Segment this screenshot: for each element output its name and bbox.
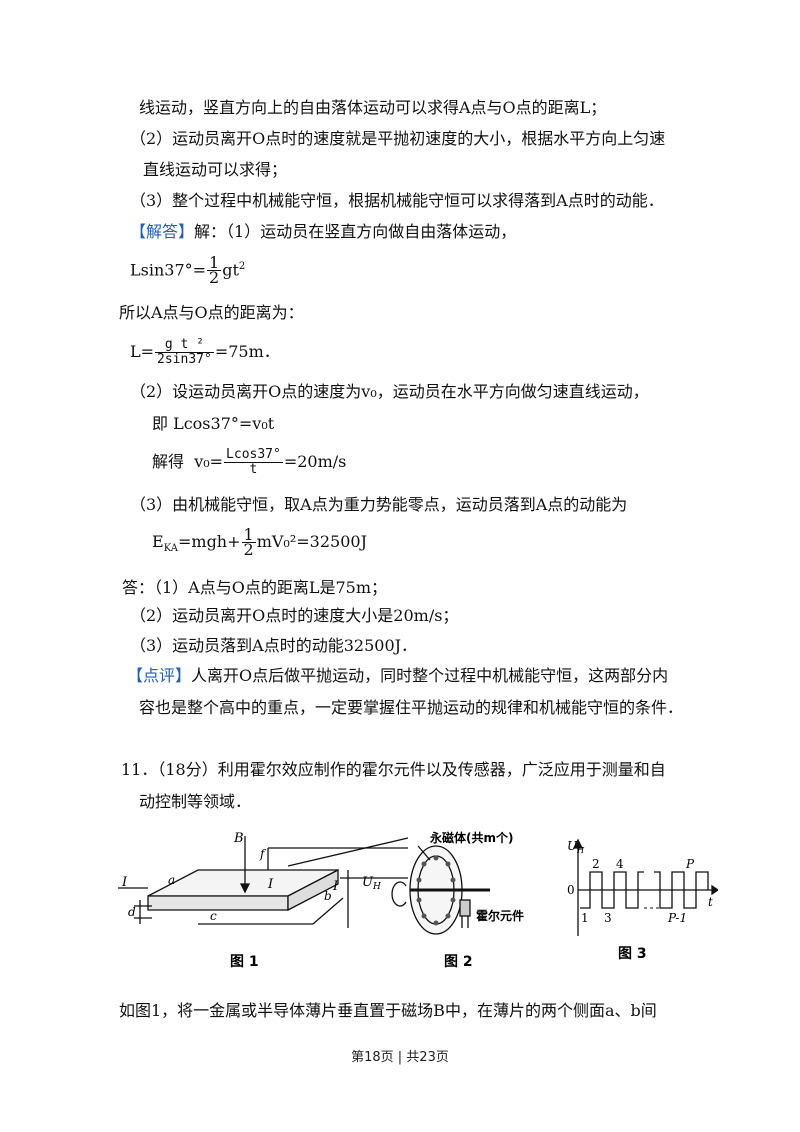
fig1-label-c: c [210,909,217,923]
eq1-numerator: 1 [207,253,222,273]
eq1-left: Lsin37°= [130,260,207,280]
fig1-label-I-right: I [332,879,339,894]
fig2-label-magnet: 永磁体(共m个) [429,830,513,845]
fig3-label-U: UH [567,839,585,855]
ek-left: E [152,532,164,551]
eq1-denominator: 2 [209,268,220,288]
fig1-label-b: b [324,889,332,903]
fig2-label-hall: 霍尔元件 [476,908,524,923]
analysis-line-2: （2）运动员离开O点时的速度就是平抛初速度的大小，根据水平方向上匀速 [130,129,666,148]
answer-2: （2）运动员离开O点时的速度大小是20m/s； [130,606,459,625]
question11-line-1: 11．（18分）利用霍尔效应制作的霍尔元件以及传感器，广泛应用于测量和自 [121,760,666,779]
part3-text: （3）由机械能守恒，取A点为重力势能零点，运动员落到A点的动能为 [130,495,628,514]
eq2-numerator: g t ² [155,338,214,353]
fig1-label-a: a [168,873,175,887]
part2-equation: 即 Lcos37°=v₀t [152,414,275,433]
v0-equation: 解得 v₀=Lcos37°t=20m/s [152,446,346,478]
analysis-line-1: 线运动，竖直方向上的自由落体运动可以求得A点与O点的距离L； [139,98,607,117]
fig3-label-P-minus-1: P-1 [667,911,687,925]
solution-intro: 【解答】解：（1）运动员在竖直方向做自由落体运动， [130,221,516,243]
eq2-left: L= [130,342,155,361]
v0-fraction: Lcos37°t [224,448,283,477]
fig3-caption: 图 3 [618,946,647,962]
fig3-label-4: 4 [616,857,624,871]
ek-subscript: KA [163,543,178,555]
figure2-magnets [416,855,456,926]
v0-right: =20m/s [283,452,347,471]
solution-intro-text: 解：（1）运动员在竖直方向做自由落体运动， [194,222,517,241]
v0-numerator: Lcos37° [224,447,283,463]
part2-text: （2）设运动员离开O点的速度为v₀，运动员在水平方向做匀速直线运动， [130,382,649,401]
comment-tag: 【点评】 [127,666,192,685]
v0-denominator: t [249,462,258,477]
fig1-label-d: d [128,905,136,919]
fig3-label-P: P [685,857,695,871]
figures-svg: B f I a b c d I I UH 图 1 永磁体(共m个) 霍尔元件 [118,830,720,970]
fig1-label-f: f [259,847,267,861]
eq1-exponent: 2 [238,261,246,272]
fig3-label-1: 1 [581,911,589,925]
comment-line-2: 容也是整个高中的重点，一定要掌握住平抛运动的规律和机械能守恒的条件． [139,698,684,717]
fig3-label-3: 3 [604,911,612,925]
question11-line-2: 动控制等领域． [139,792,252,811]
eq2-right: =75m． [214,342,280,361]
eq2-denominator: 2sin37° [157,352,212,367]
ek-right: mV₀²=32500J [256,532,367,551]
solution-tag: 【解答】 [130,222,195,241]
distance-text: 所以A点与O点的距离为： [119,303,304,322]
figures-row: B f I a b c d I I UH 图 1 永磁体(共m个) 霍尔元件 [118,828,720,978]
ek-denominator: 2 [243,540,254,559]
figure3-waveform [580,871,709,909]
fig3-label-t: t [708,895,713,909]
fig3-label-2: 2 [592,857,600,871]
figure3-axes [572,838,720,936]
answer-3: （3）运动员落到A点时的动能32500J． [130,636,418,655]
analysis-line-4: （3）整个过程中机械能守恒，根据机械能守恒可以求得落到A点时的动能． [130,191,664,210]
fig1-label-UH: UH [362,875,381,892]
eq1-right: gt [222,260,239,280]
fig1-label-B: B [233,831,244,846]
analysis-line-3: 直线运动可以求得； [143,160,288,179]
answer-1: 答：（1）A点与O点的距离L是75m； [122,578,388,597]
v0-left: v₀= [194,452,224,471]
solve-label: 解得 [152,452,185,471]
fig1-label-I-mid: I [267,877,274,892]
comment-text-1: 人离开O点后做平抛运动，同时整个过程中机械能守恒，这两部分内 [191,666,669,685]
fig2-caption: 图 2 [444,954,473,970]
fig3-label-zero: 0 [567,883,575,897]
ek-mid: =mgh+ [177,532,241,551]
fig1-label-I-left: I [121,875,128,890]
ek-numerator: 1 [241,525,256,544]
bottom-text: 如图1，将一金属或半导体薄片垂直置于磁场B中，在薄片的两个侧面a、b间 [119,1001,657,1020]
figure1-slab [118,836,409,928]
comment-line-1: 【点评】人离开O点后做平抛运动，同时整个过程中机械能守恒，这两部分内 [127,665,668,687]
fig1-caption: 图 1 [230,954,259,970]
page-footer: 第18页 | 共23页 [351,1050,449,1065]
